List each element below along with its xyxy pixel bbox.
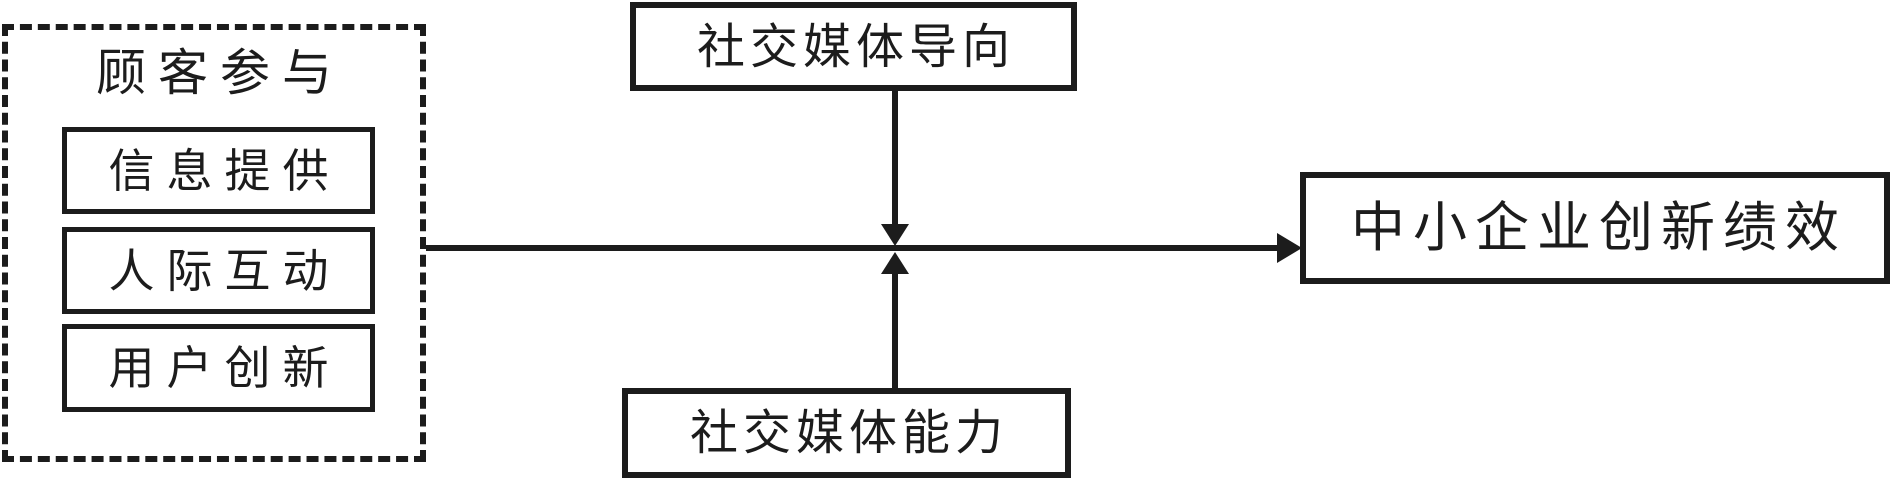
- social-media-orientation-label: 社交媒体导向: [696, 18, 1015, 75]
- top-moderator-arrow-shaft: [892, 89, 898, 225]
- social-media-capability-box: 社交媒体能力: [622, 388, 1071, 478]
- user-innovation-box: 用户创新: [62, 324, 375, 412]
- main-arrowhead-icon: [1277, 233, 1302, 263]
- bottom-moderator-arrow-shaft: [892, 273, 898, 388]
- interpersonal-interaction-box: 人际互动: [62, 227, 375, 314]
- social-media-orientation-box: 社交媒体导向: [630, 2, 1077, 91]
- interpersonal-interaction-label: 人际互动: [108, 243, 341, 298]
- main-arrow-shaft: [426, 245, 1278, 251]
- social-media-capability-label: 社交媒体能力: [689, 405, 1008, 461]
- info-provision-box: 信息提供: [62, 127, 375, 214]
- user-innovation-label: 用户创新: [108, 341, 341, 395]
- bottom-moderator-arrowhead-icon: [881, 252, 909, 274]
- top-moderator-arrowhead-icon: [881, 224, 909, 246]
- sme-innovation-performance-label: 中小企业创新绩效: [1351, 196, 1847, 259]
- customer-participation-title: 顾客参与: [96, 44, 344, 102]
- info-provision-label: 信息提供: [108, 143, 341, 198]
- sme-innovation-performance-box: 中小企业创新绩效: [1300, 172, 1890, 284]
